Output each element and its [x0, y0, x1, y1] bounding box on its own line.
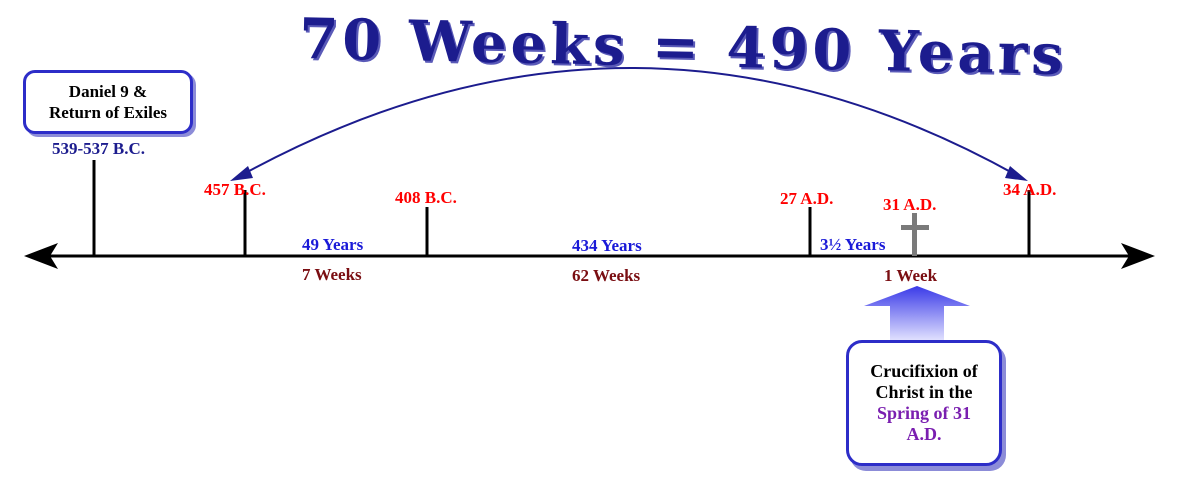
start-event-box: Daniel 9 & Return of Exiles [23, 70, 193, 134]
crucifixion-box: Crucifixion of Christ in the Spring of 3… [846, 340, 1002, 466]
crucifixion-line4: A.D. [906, 424, 942, 444]
segment3-years: 3½ Years [820, 235, 886, 254]
date-31ad: 31 A.D. [883, 195, 937, 214]
up-arrow-icon [864, 286, 970, 342]
segment2-years: 434 Years [572, 236, 642, 255]
start-event-line2: Return of Exiles [48, 103, 168, 122]
crucifixion-line2: Christ in the [875, 382, 973, 402]
arc-left-arrowhead-icon [230, 166, 253, 181]
date-408bc: 408 B.C. [395, 188, 457, 207]
seventy-weeks-arc [239, 67, 1019, 177]
crucifixion-line3: Spring of 31 [876, 403, 972, 423]
crucifixion-line1: Crucifixion of [870, 361, 978, 381]
segment1-years: 49 Years [302, 235, 364, 254]
left-arrowhead-icon [24, 243, 58, 269]
right-arrowhead-icon [1121, 243, 1155, 269]
start-event-line1: Daniel 9 & [68, 82, 148, 101]
cross-icon [901, 213, 929, 256]
segment2-weeks: 62 Weeks [572, 266, 641, 285]
date-34ad: 34 A.D. [1003, 180, 1057, 199]
segment3-weeks: 1 Week [884, 266, 938, 285]
segment1-weeks: 7 Weeks [302, 265, 362, 284]
date-457bc: 457 B.C. [204, 180, 266, 199]
date-27ad: 27 A.D. [780, 189, 834, 208]
arc-right-arrowhead-icon [1005, 166, 1028, 181]
date-539-537bc: 539-537 B.C. [52, 139, 146, 158]
